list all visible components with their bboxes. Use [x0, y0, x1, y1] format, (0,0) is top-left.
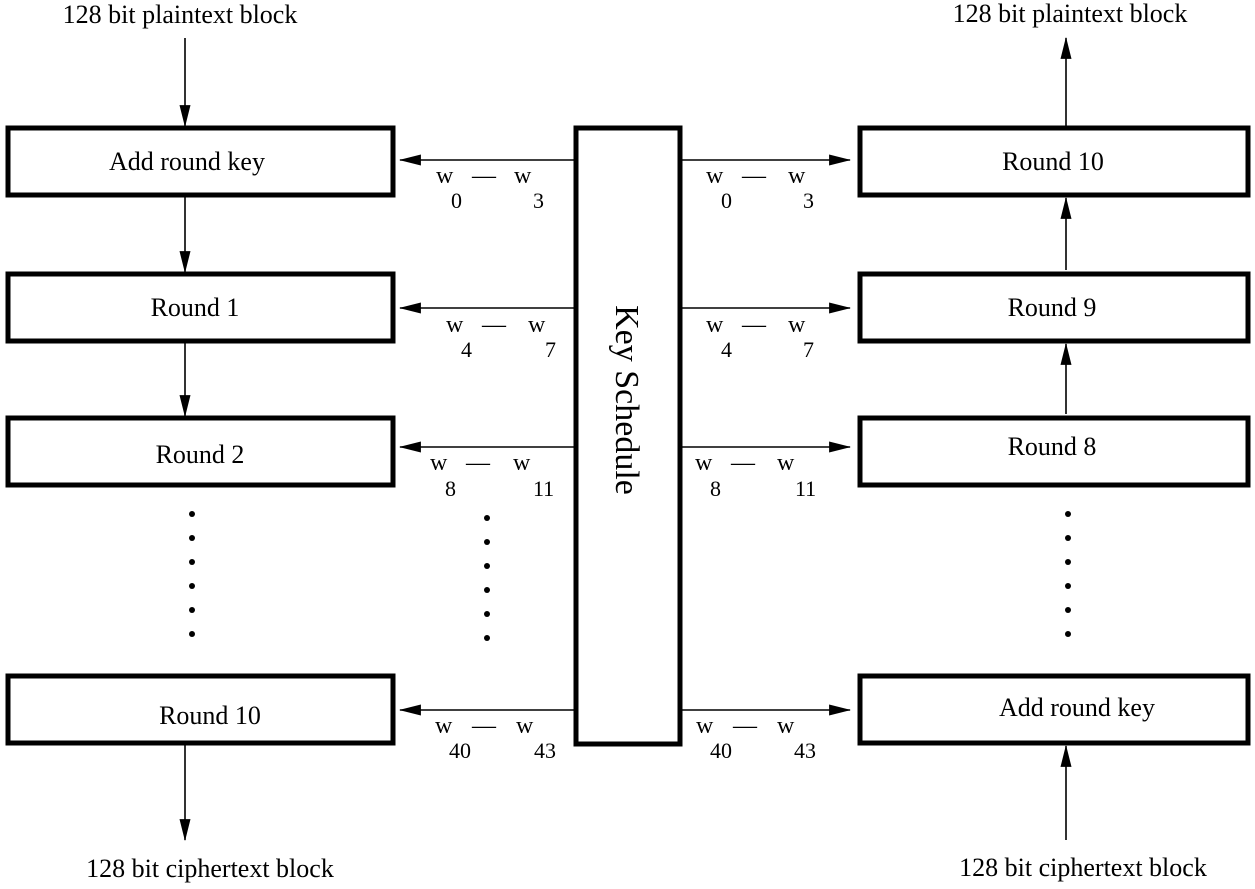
left-box-round-10-label: Round 10: [159, 701, 261, 730]
svg-text:11: 11: [795, 476, 816, 501]
svg-text:43: 43: [794, 738, 816, 763]
right-output-label: 128 bit plaintext block: [953, 0, 1188, 28]
word-label-right-0: w — w 0 3: [706, 163, 814, 213]
svg-text:w: w: [777, 450, 795, 476]
left-box-round-2-label: Round 2: [156, 440, 245, 469]
svg-text:w: w: [788, 163, 806, 189]
svg-text:40: 40: [449, 738, 471, 763]
right-ellipsis-dots: [1065, 511, 1071, 637]
left-box-round-1: [5, 271, 396, 344]
svg-text:4: 4: [461, 337, 472, 362]
svg-text:7: 7: [545, 337, 556, 362]
right-box-round-10: [857, 125, 1251, 198]
svg-text:w: w: [513, 450, 531, 476]
left-input-label: 128 bit plaintext block: [63, 0, 298, 29]
svg-text:—: —: [471, 163, 497, 189]
left-box-round-1-label: Round 1: [151, 293, 240, 322]
left-output-label: 128 bit ciphertext block: [86, 854, 334, 883]
svg-text:8: 8: [445, 476, 456, 501]
svg-text:—: —: [741, 163, 767, 189]
svg-text:—: —: [732, 713, 758, 739]
svg-text:40: 40: [710, 738, 732, 763]
svg-text:7: 7: [803, 337, 814, 362]
svg-text:w: w: [514, 163, 532, 189]
word-label-right-3: w — w 40 43: [696, 713, 816, 763]
svg-text:—: —: [471, 713, 497, 739]
svg-text:11: 11: [533, 476, 554, 501]
word-label-right-1: w — w 4 7: [706, 312, 814, 362]
svg-text:w: w: [706, 163, 724, 189]
right-input-label: 128 bit ciphertext block: [959, 853, 1207, 882]
middle-ellipsis-dots: [484, 515, 490, 641]
svg-text:w: w: [516, 713, 534, 739]
svg-text:8: 8: [710, 476, 721, 501]
left-box-add-round-key-label: Add round key: [109, 147, 265, 176]
svg-text:—: —: [730, 450, 756, 476]
svg-text:—: —: [465, 450, 491, 476]
svg-text:w: w: [706, 312, 724, 338]
word-label-right-2: w — w 8 11: [695, 450, 816, 501]
right-box-add-round-key: [857, 673, 1251, 746]
svg-text:w: w: [777, 713, 795, 739]
svg-text:w: w: [695, 450, 713, 476]
right-box-round-8-label: Round 8: [1008, 432, 1097, 461]
svg-text:—: —: [741, 312, 767, 338]
svg-text:w: w: [435, 713, 453, 739]
svg-text:w: w: [528, 312, 546, 338]
key-schedule-label: Key Schedule: [608, 305, 645, 495]
word-label-left-0: w — w 0 3: [436, 163, 544, 213]
svg-text:w: w: [446, 312, 464, 338]
right-box-add-round-key-label: Add round key: [999, 693, 1155, 722]
svg-text:0: 0: [451, 188, 462, 213]
word-label-left-2: w — w 8 11: [430, 450, 554, 501]
svg-text:w: w: [788, 312, 806, 338]
right-box-round-9: [857, 271, 1251, 344]
svg-text:0: 0: [721, 188, 732, 213]
left-box-round-10: [5, 673, 396, 746]
word-label-left-3: w — w 40 43: [435, 713, 556, 763]
left-box-add-round-key: [5, 125, 396, 198]
svg-text:w: w: [696, 713, 714, 739]
svg-text:43: 43: [534, 738, 556, 763]
word-label-left-1: w — w 4 7: [446, 312, 556, 362]
left-ellipsis-dots: [189, 511, 195, 637]
svg-text:w: w: [436, 163, 454, 189]
svg-text:3: 3: [533, 188, 544, 213]
right-box-round-8: [857, 415, 1251, 488]
svg-text:3: 3: [803, 188, 814, 213]
svg-text:4: 4: [721, 337, 732, 362]
right-box-round-9-label: Round 9: [1008, 293, 1097, 322]
key-schedule-box: [573, 125, 683, 747]
svg-text:—: —: [481, 312, 507, 338]
left-box-round-2: [5, 415, 396, 488]
svg-text:w: w: [430, 450, 448, 476]
right-box-round-10-label: Round 10: [1002, 147, 1104, 176]
